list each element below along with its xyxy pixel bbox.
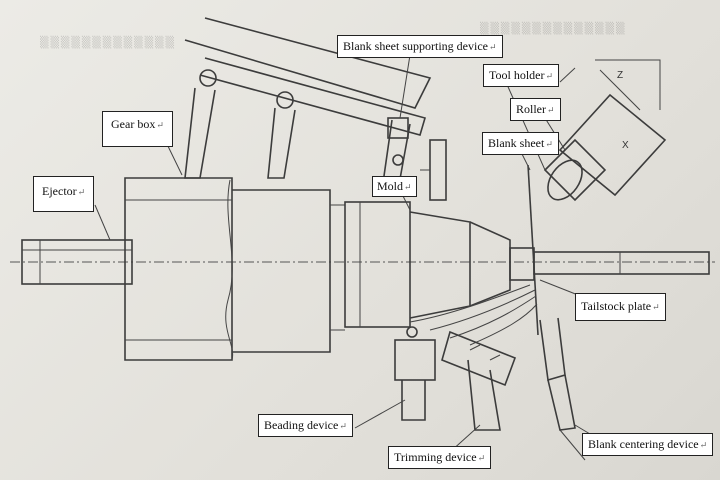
return-mark-icon: ↵ (545, 71, 554, 81)
label-trimming-device: Trimming device↵ (388, 446, 492, 469)
blank-sheet-line (527, 164, 539, 336)
label-text: Tailstock plate (581, 299, 652, 313)
gear-box-body (124, 177, 345, 361)
forming-path (409, 284, 538, 346)
label-text: Blank sheet (488, 136, 545, 150)
label-tailstock-plate: Tailstock plate↵ (575, 293, 666, 321)
trimming-device (441, 330, 517, 431)
return-mark-icon: ↵ (652, 302, 660, 312)
return-mark-icon: ↵ (339, 421, 347, 431)
label-text: Blank sheet supporting device (343, 39, 488, 53)
label-mold: Mold↵ (372, 176, 417, 197)
label-ejector: Ejector↵ (33, 176, 95, 212)
label-tool-holder: Tool holder↵ (483, 64, 560, 87)
background-text: ▒▒▒▒▒▒▒▒▒▒▒▒▒▒ (480, 22, 627, 35)
return-mark-icon: ↵ (477, 453, 486, 463)
blank-centering-device (539, 317, 586, 461)
label-text: Blank centering device (588, 437, 699, 451)
label-text: Gear box (111, 117, 156, 131)
background-text: ▒▒▒▒▒▒▒▒▒▒▒▒▒ (40, 36, 176, 49)
label-text: Tool holder (489, 68, 545, 82)
axis-mark-z: Z (617, 70, 624, 81)
beading-device (394, 326, 436, 421)
label-text: Ejector (42, 184, 77, 198)
label-text: Trimming device (394, 450, 477, 464)
label-blank-sheet-supporting-device: Blank sheet supporting device↵ (337, 35, 503, 58)
return-mark-icon: ↵ (547, 105, 555, 115)
return-mark-icon: ↵ (488, 42, 497, 52)
label-text: Mold (377, 179, 404, 193)
mold-body (344, 201, 535, 328)
label-text: Roller (516, 102, 546, 116)
label-beading-device: Beading device↵ (258, 414, 353, 437)
tailstock (533, 251, 710, 275)
label-blank-sheet: Blank sheet↵ (482, 132, 559, 155)
tool-holder (543, 59, 667, 202)
label-roller: Roller↵ (510, 98, 561, 121)
return-mark-icon: ↵ (699, 440, 708, 450)
return-mark-icon: ↵ (404, 182, 412, 192)
return-mark-icon: ↵ (156, 120, 164, 130)
label-gear-box: Gear box↵ (102, 111, 173, 147)
flange (420, 139, 447, 201)
return-mark-icon: ↵ (77, 187, 86, 197)
return-mark-icon: ↵ (545, 139, 553, 149)
ejector-shaft (21, 239, 133, 285)
label-blank-centering-device: Blank centering device↵ (582, 433, 714, 456)
axis-mark-x: X (622, 140, 629, 151)
label-text: Beading device (264, 418, 339, 432)
supporting-arms (184, 17, 432, 191)
